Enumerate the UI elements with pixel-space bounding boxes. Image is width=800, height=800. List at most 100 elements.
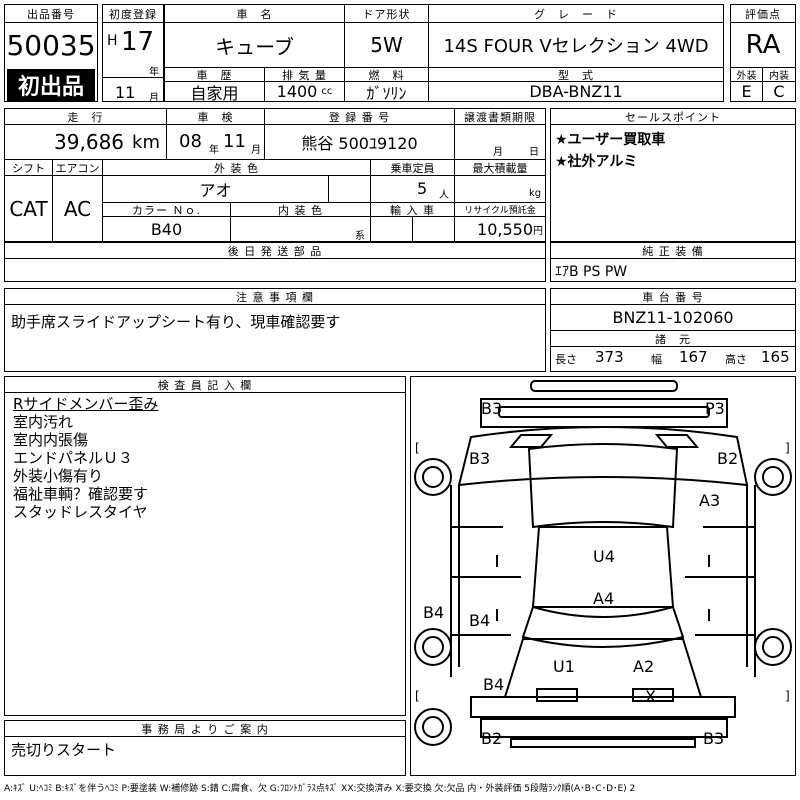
- damage-u1: U1: [553, 657, 575, 676]
- first-reg-era: H: [107, 33, 118, 49]
- mileage-label: 走 行: [5, 109, 167, 125]
- displacement-label: 排 気 量: [265, 68, 345, 82]
- bracket-right: ]: [785, 689, 790, 703]
- damage-a2: A2: [633, 657, 655, 676]
- width-value: 167: [679, 348, 708, 366]
- mileage-value: 39,686: [54, 130, 125, 154]
- equipment-value: ｴｱB PS PW: [555, 264, 628, 280]
- inspector-box: 検 査 員 記 入 欄 Rサイドメンバー歪み 室内汚れ 室内内張傷 エンドパネル…: [4, 376, 406, 716]
- later-parts-box: 後 日 発 送 部 品: [4, 242, 546, 282]
- office-value: 売切りスタート: [11, 741, 117, 759]
- notes-label: 注 意 事 項 欄: [5, 289, 545, 305]
- transfer-label: 譲渡書類期限: [455, 109, 545, 125]
- fuel-value: ｶﾞｿﾘﾝ: [345, 82, 429, 103]
- damage-a3: A3: [699, 491, 721, 510]
- inspector-label: 検 査 員 記 入 欄: [5, 377, 405, 393]
- damage-u4: U4: [593, 547, 615, 566]
- transfer-day-unit: 日: [529, 147, 539, 158]
- year-unit: 年: [149, 67, 159, 78]
- capacity-unit: 人: [439, 190, 449, 201]
- first-reg-month: 11: [115, 83, 136, 102]
- inspector-line: Rサイドメンバー歪み: [13, 395, 159, 413]
- reg-no-label: 登 録 番 号: [265, 109, 455, 125]
- chassis-label: 車 台 番 号: [551, 289, 795, 305]
- color-label: 外 装 色: [103, 160, 371, 176]
- first-reg-year: 17: [121, 27, 155, 57]
- damage-a4: A4: [593, 589, 615, 608]
- car-name: キューブ: [165, 23, 345, 67]
- inspector-line: 外装小傷有り: [13, 467, 104, 485]
- model-label: 型 式: [429, 68, 723, 82]
- bracket-left: [: [415, 441, 420, 455]
- capacity-label: 乗車定員: [371, 160, 455, 176]
- max-load-label: 最大積載量: [455, 160, 545, 176]
- lot-number: 50035: [6, 28, 96, 62]
- length-label: 長さ: [555, 353, 577, 366]
- car-outline: [414, 380, 792, 748]
- int-score-label: 内装: [763, 68, 795, 82]
- recycle-unit: 円: [533, 225, 543, 237]
- damage-x: X: [645, 687, 656, 706]
- max-load-unit: kg: [529, 188, 542, 199]
- office-label: 事 務 局 よ り ご 案 内: [5, 721, 405, 737]
- int-score: C: [773, 82, 785, 101]
- door-type: 5W: [345, 23, 429, 67]
- car-info-box: 車 名 ドア形状 グ レ ー ド キューブ 5W 14S FOUR Vセレクショ…: [164, 4, 724, 103]
- bracket-left: [: [415, 689, 420, 703]
- color-no-label: カラー Ｎｏ.: [103, 203, 231, 217]
- specs-label: 諸 元: [551, 331, 795, 347]
- sales-label: セールスポイント: [551, 109, 795, 125]
- inspector-line: 室内内張傷: [13, 431, 89, 449]
- office-box: 事 務 局 よ り ご 案 内 売切りスタート: [4, 720, 406, 776]
- damage-b3-bottom: B3: [703, 729, 725, 748]
- damage-b3-left: B3: [469, 449, 491, 468]
- damage-b3-top: B3: [481, 399, 503, 418]
- recycle-label: リサイクル預託金: [455, 203, 545, 217]
- inspector-line: 室内汚れ: [13, 413, 74, 431]
- inspector-line: スタッドレスタイヤ: [13, 503, 148, 521]
- chassis-box: 車 台 番 号 BNZ11-102060 諸 元 長さ 373 幅 167 高さ…: [550, 288, 796, 372]
- damage-b4-inner: B4: [469, 611, 491, 630]
- equipment-label: 純 正 装 備: [551, 243, 795, 259]
- first-registration-box: 初度登録 H 17 年 11 月: [102, 4, 164, 104]
- damage-b4-outer: B4: [423, 603, 445, 622]
- model-value: DBA-BNZ11: [529, 82, 623, 101]
- sales-item: ★社外アルミ: [555, 154, 638, 170]
- shift-label: シフト: [5, 160, 53, 176]
- height-value: 165: [761, 348, 790, 366]
- inspection-label: 車 検: [167, 109, 265, 125]
- mileage-unit: km: [132, 131, 160, 153]
- inspector-line: 福祉車輌？確認要す: [13, 485, 149, 503]
- interior-unit: 系: [355, 231, 365, 242]
- notes-value: 助手席スライドアップシート有り、現車確認要す: [11, 313, 341, 331]
- first-listing-badge: 初出品: [7, 69, 95, 101]
- inspection-month: 11: [223, 131, 246, 152]
- score-box: 評価点 RA 外装 内装 E C: [730, 4, 796, 102]
- transfer-month-unit: 月: [493, 147, 503, 158]
- width-label: 幅: [651, 353, 662, 366]
- notes-box: 注 意 事 項 欄 助手席スライドアップシート有り、現車確認要す: [4, 288, 546, 372]
- lot-label: 出品番号: [5, 5, 97, 23]
- first-reg-label: 初度登録: [103, 5, 163, 23]
- grade-value: 14S FOUR Vセレクション 4WD: [443, 36, 709, 57]
- later-parts-label: 後 日 発 送 部 品: [5, 243, 545, 259]
- inspection-year-unit: 年: [209, 145, 219, 156]
- legend-text: A:ｷｽﾞ U:ﾍｺﾐ B:ｷｽﾞを伴うﾍｺﾐ P:要塗装 W:補修跡 S:錆 …: [4, 784, 636, 794]
- ext-score-label: 外装: [731, 68, 763, 82]
- capacity-value: 5: [417, 179, 428, 198]
- shift-value: CAT: [5, 176, 53, 241]
- chassis-value: BNZ11-102060: [551, 305, 795, 331]
- displacement-value: 1400: [276, 82, 318, 101]
- color-value: アオ: [103, 176, 329, 202]
- score-value: RA: [745, 30, 781, 60]
- history-label: 車 歴: [165, 68, 265, 82]
- import-label: 輸 入 車: [371, 203, 455, 217]
- history-value: 自家用: [165, 82, 265, 103]
- displacement-unit: cc: [321, 86, 333, 97]
- ext-score: E: [731, 82, 763, 101]
- equipment-box: 純 正 装 備 ｴｱB PS PW: [550, 242, 796, 282]
- fuel-label: 燃 料: [345, 68, 429, 82]
- damage-p3: P3: [705, 399, 725, 418]
- grade-label: グ レ ー ド: [429, 5, 723, 23]
- damage-b2-bottom: B2: [481, 729, 503, 748]
